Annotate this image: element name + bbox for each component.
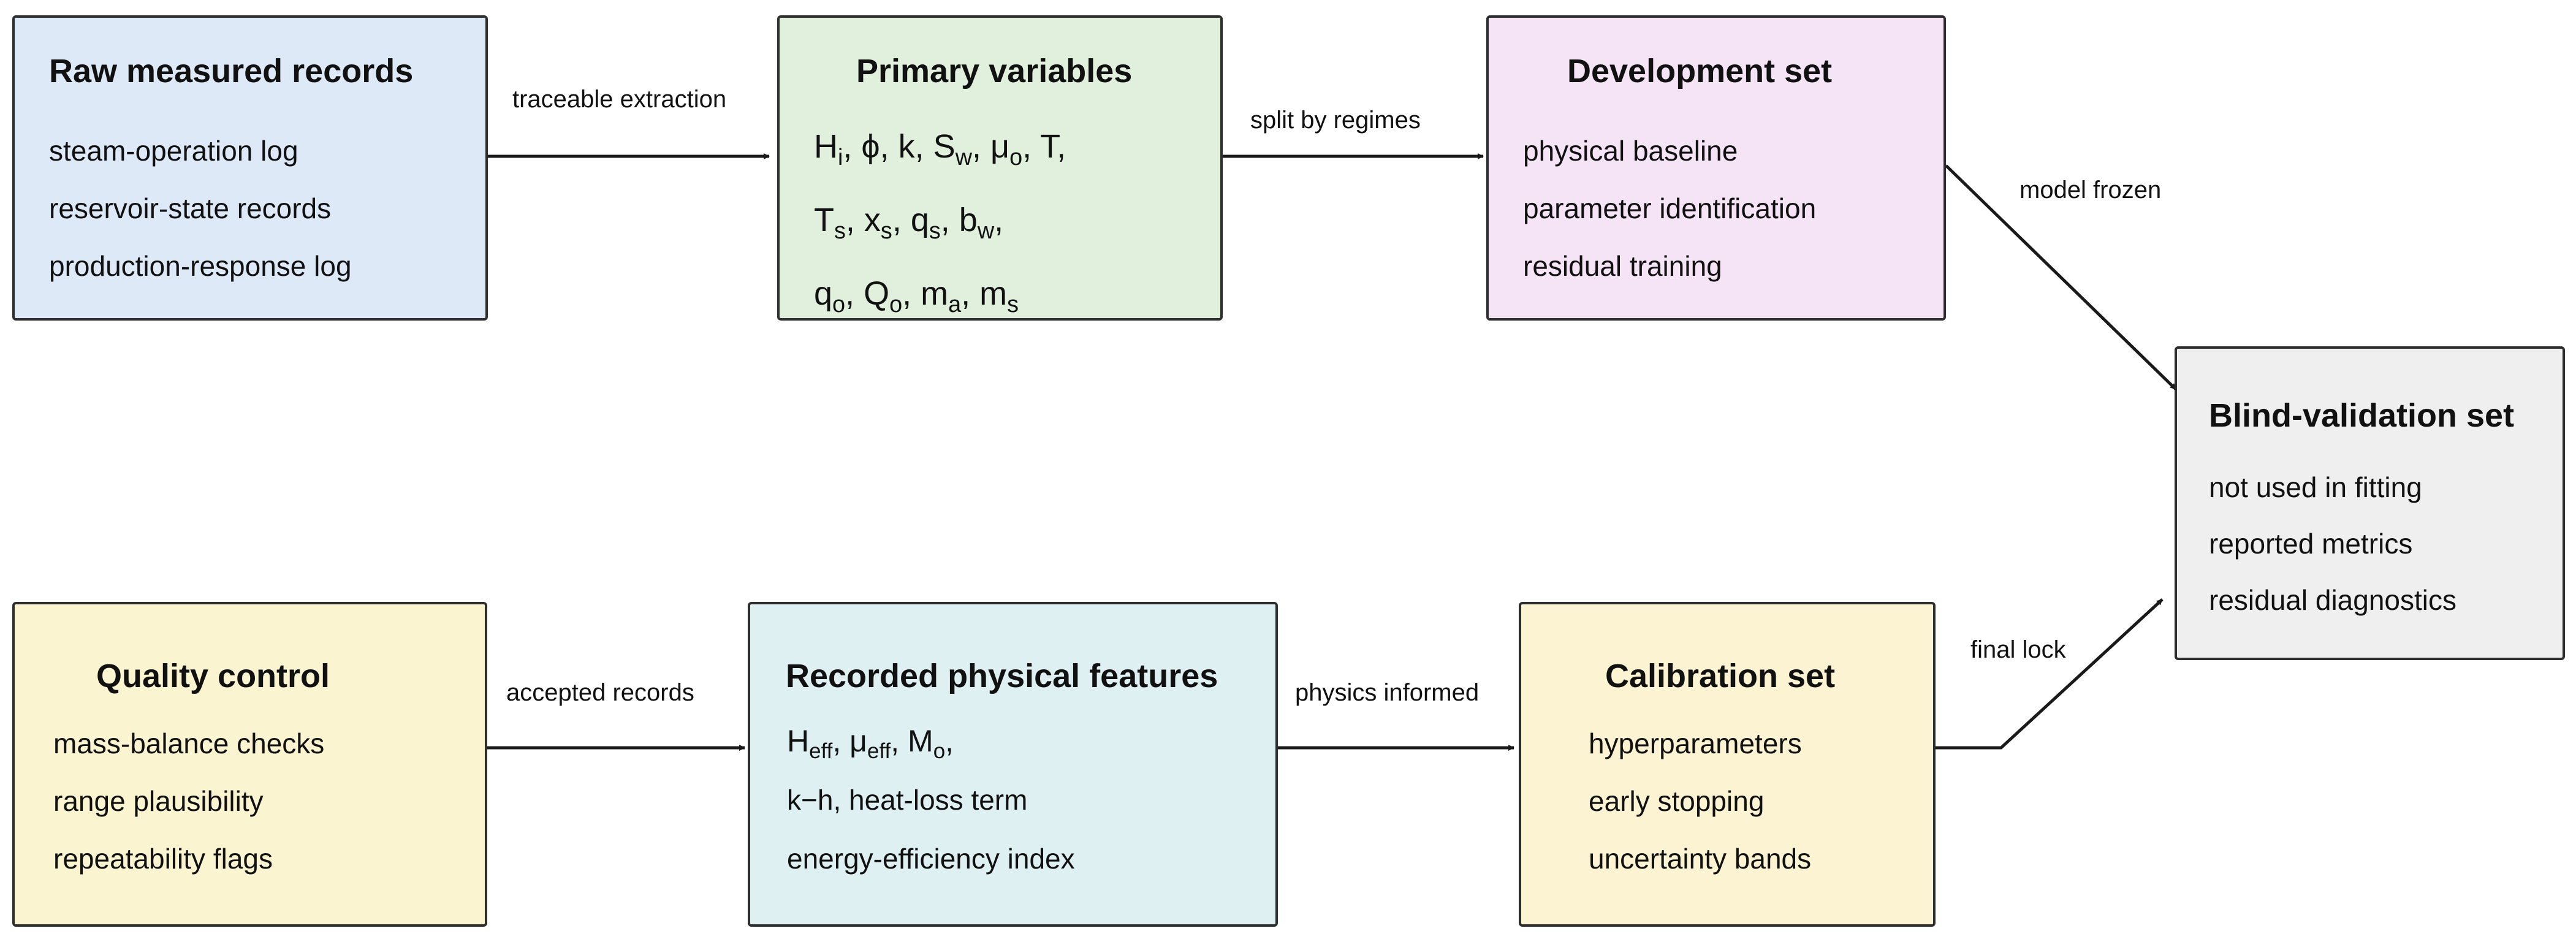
node-quality-control: Quality control mass-balance checks rang… <box>12 602 487 927</box>
node-line: Ts, xs, qs, bw, <box>814 202 1004 245</box>
node-line: repeatability flags <box>53 843 273 875</box>
node-line: reported metrics <box>2209 528 2413 560</box>
node-line: residual training <box>1523 250 1722 282</box>
node-line: mass-balance checks <box>53 728 325 759</box>
node-line: k−h, heat-loss term <box>787 784 1028 816</box>
arrow-calibration-to-blind <box>1936 598 2164 750</box>
node-raw-measured-records: Raw measured records steam-operation log… <box>12 15 488 321</box>
edge-label-final-lock: final lock <box>1970 636 2066 663</box>
node-line: physical baseline <box>1523 135 1738 167</box>
node-title: Recorded physical features <box>786 658 1218 694</box>
edge-label-traceable-extraction: traceable extraction <box>512 86 727 113</box>
node-development-set: Development set physical baseline parame… <box>1486 15 1946 321</box>
node-line: energy-efficiency index <box>787 843 1075 875</box>
node-calibration-set: Calibration set hyperparameters early st… <box>1519 602 1936 927</box>
edge-label-accepted-records: accepted records <box>506 679 694 706</box>
node-line: qo, Qo, ma, ms <box>814 275 1019 318</box>
node-title: Primary variables <box>856 53 1133 89</box>
node-line: uncertainty bands <box>1589 843 1812 875</box>
node-blind-validation-set: Blind-validation set not used in fitting… <box>2175 346 2565 660</box>
node-line: hyperparameters <box>1589 728 1802 759</box>
node-title: Quality control <box>96 658 330 694</box>
node-line: Heff, μeff, Mo, <box>787 724 954 764</box>
node-line: range plausibility <box>53 785 264 817</box>
edge-label-model-frozen: model frozen <box>2019 177 2162 203</box>
node-line: parameter identification <box>1523 192 1817 224</box>
node-line: early stopping <box>1589 785 1765 817</box>
node-line: steam-operation log <box>49 135 298 167</box>
edge-label-split-by-regimes: split by regimes <box>1250 107 1421 134</box>
node-recorded-physical-features: Recorded physical features Heff, μeff, M… <box>748 602 1278 927</box>
node-line: Hi, ϕ, k, Sw, μo, T, <box>814 128 1066 171</box>
node-title: Raw measured records <box>49 53 414 89</box>
node-title: Development set <box>1567 53 1833 89</box>
node-primary-variables: Primary variables Hi, ϕ, k, Sw, μo, T, T… <box>777 15 1223 321</box>
node-line: production-response log <box>49 250 352 282</box>
node-title: Blind-validation set <box>2209 397 2515 434</box>
arrow-development-to-blind <box>1945 164 2177 390</box>
node-line: reservoir-state records <box>49 192 332 224</box>
edge-label-physics-informed: physics informed <box>1295 679 1480 706</box>
node-title: Calibration set <box>1605 658 1836 694</box>
node-line: not used in fitting <box>2209 471 2422 503</box>
node-line: residual diagnostics <box>2209 584 2457 616</box>
